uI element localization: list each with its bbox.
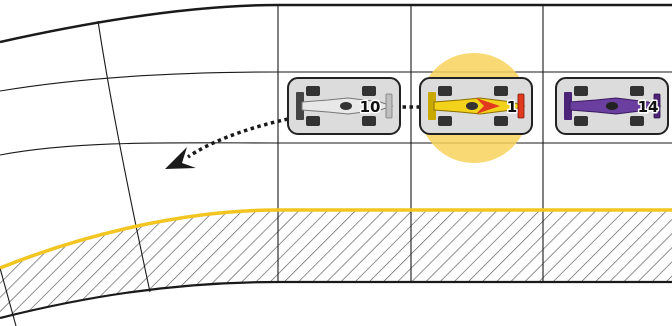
car-token-10[interactable]: 10 <box>287 77 401 135</box>
car-number-label: 1 <box>507 98 517 116</box>
runoff-zone <box>0 210 672 320</box>
car-number-label: 14 <box>638 98 659 116</box>
lane-lines <box>0 71 672 156</box>
car-number-label: 10 <box>360 98 381 116</box>
track-outer-edge <box>0 3 672 44</box>
car-token-14[interactable]: 14 <box>555 77 669 135</box>
car-token-1[interactable]: 1 <box>419 77 533 135</box>
move-arrow <box>165 105 420 169</box>
track-inner-edge <box>0 208 672 270</box>
space-dividers <box>0 5 544 326</box>
